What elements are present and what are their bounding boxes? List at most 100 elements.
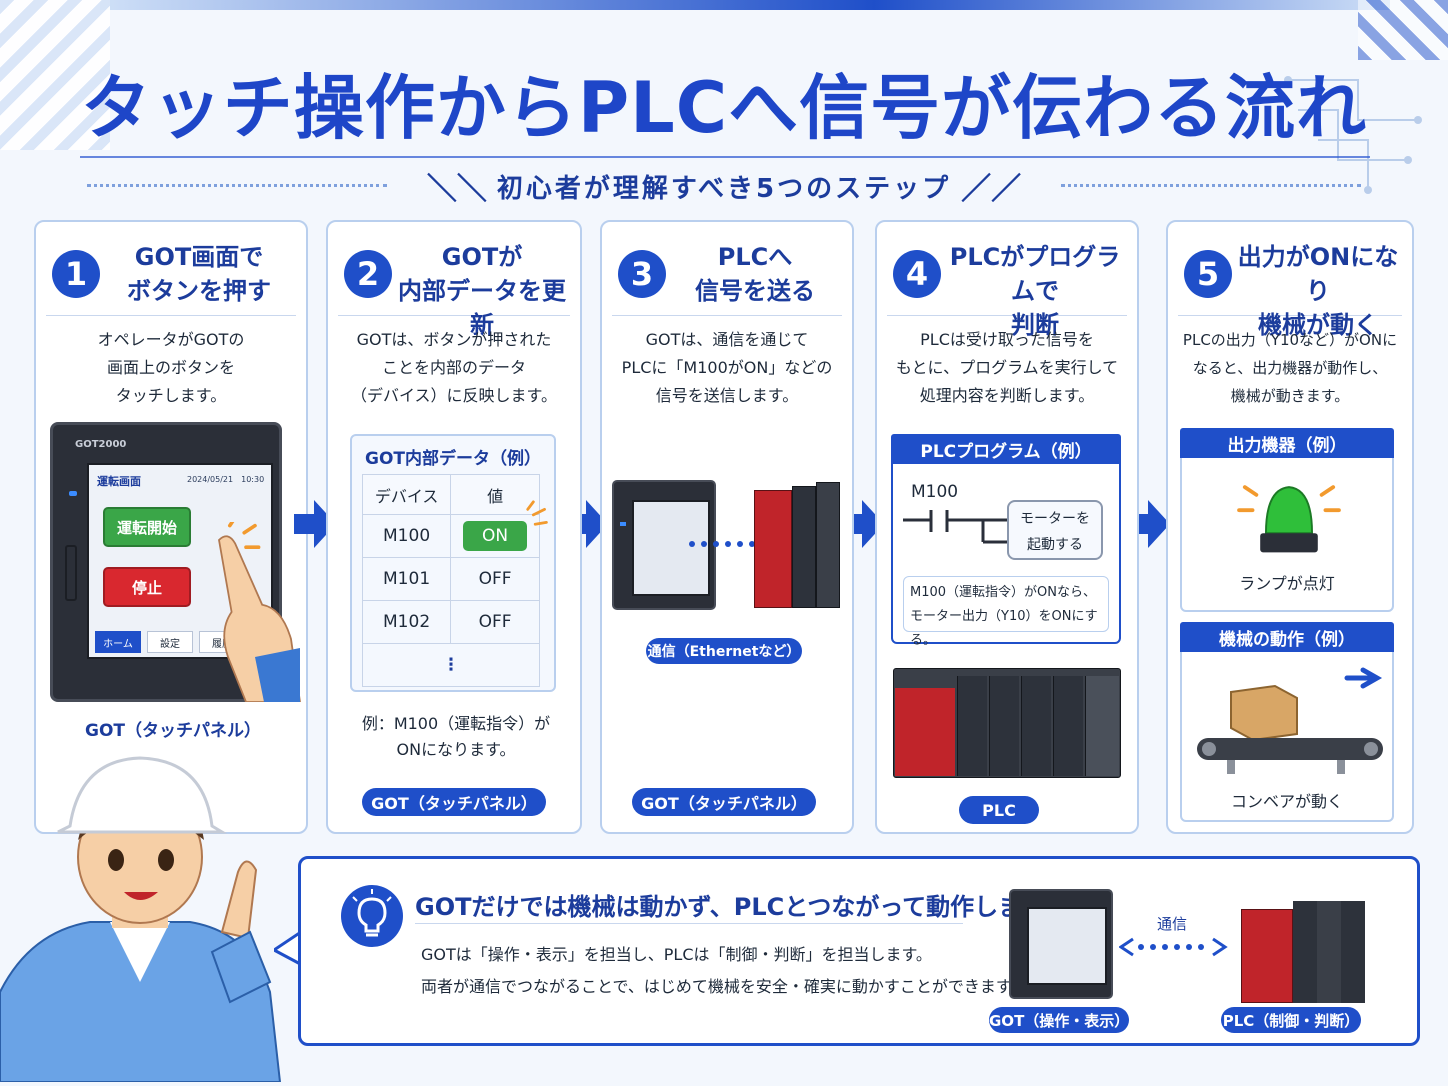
- step-1-caption: GOT（タッチパネル）: [84, 721, 261, 741]
- step-2-header: 2 GOTが 内部データを更新: [338, 236, 570, 339]
- step-3-description: GOTは、通信を通じて PLCに「M100がON」などの 信号を送信します。: [621, 330, 833, 405]
- summary-plc-device: [1241, 895, 1365, 1005]
- table-cell-device: M102: [361, 600, 452, 644]
- step-4-header: 4 PLCがプログラムで 判断: [887, 236, 1127, 339]
- table-more-indicator: ⋮: [362, 643, 540, 687]
- plc-cpu-module: [754, 490, 792, 608]
- got-side-slot: [65, 545, 77, 601]
- step-1-header: 1 GOT画面で ボタンを押す: [46, 236, 296, 316]
- arrow-4-icon: [1128, 500, 1170, 548]
- plc-program-panel-title: PLCプログラム（例）: [891, 434, 1121, 464]
- got-small-led: [620, 522, 626, 526]
- got-device-small: [612, 480, 716, 610]
- screen-datetime: 2024/05/21 10:30: [187, 475, 265, 484]
- machine-motion-panel-title: 機械の動作（例）: [1180, 622, 1394, 652]
- stop-button[interactable]: 停止: [103, 567, 191, 607]
- step-2-note-line2: ONになります。: [396, 740, 516, 759]
- step-5-card: 5 出力がONになり 機械が動く PLCの出力（Y10など）がONに なると、出…: [1166, 220, 1414, 834]
- step-4-pill: PLC: [959, 796, 1039, 824]
- arrow-1-icon: [294, 500, 336, 548]
- step-4-number: 4: [893, 250, 941, 298]
- summary-title: GOTだけでは機械は動かず、PLCとつながって動作します: [415, 893, 1047, 921]
- bidirectional-arrow-icon: [1119, 937, 1228, 957]
- coil-line2: 起動する: [1027, 537, 1083, 553]
- summary-plc-module: [1341, 901, 1365, 1003]
- table-header-row: デバイス 値: [361, 474, 540, 515]
- plc-rack-module: [989, 676, 1019, 776]
- arrow-2-icon: [566, 500, 608, 548]
- subtitle: 初心者が理解すべき5つのステップ: [496, 173, 952, 204]
- summary-plc-module: [1293, 901, 1317, 1003]
- dots-right: [1061, 184, 1362, 188]
- got-small-screen: [632, 500, 710, 596]
- corner-stripes-left: [0, 0, 110, 150]
- plc-rack: [893, 668, 1121, 778]
- step-4-title: PLCがプログラムで 判断: [949, 243, 1121, 339]
- plc-io-module: [792, 486, 816, 608]
- step-3-title: PLCへ 信号を送る: [695, 243, 815, 305]
- table-row: M101 OFF: [361, 557, 540, 601]
- step-5-header: 5 出力がONになり 機械が動く: [1178, 236, 1402, 339]
- comm-pill: 通信（Ethernetなど）: [646, 638, 802, 664]
- green-lamp-icon: [1237, 485, 1341, 553]
- plc-device-small: [754, 482, 840, 612]
- start-button[interactable]: 運転開始: [103, 507, 191, 547]
- step-5-description: PLCの出力（Y10など）がONに なると、出力機器が動作し、 機械が動きます。: [1182, 331, 1398, 405]
- subtitle-row: ＼＼ 初心者が理解すべき5つのステップ ／／: [0, 168, 1448, 207]
- output-device-caption: ランプが点灯: [1239, 574, 1335, 593]
- table-header-device: デバイス: [361, 474, 452, 515]
- start-button-label: 運転開始: [116, 518, 177, 537]
- worker-character-icon: [0, 756, 282, 1082]
- lightbulb-glyph: [352, 889, 392, 937]
- plc-io-module: [816, 482, 840, 608]
- program-note-line1: M100（運転指令）がONなら、: [910, 585, 1096, 600]
- step-5-number: 5: [1184, 250, 1232, 298]
- step-1-card: 1 GOT画面で ボタンを押す オペレータがGOTの 画面上のボタンを タッチし…: [34, 220, 308, 834]
- step-2-description: GOTは、ボタンが押された ことを内部のデータ （デバイス）に反映します。: [351, 330, 557, 405]
- device-table: デバイス 値 M100 ON M101 OFF M102 OFF ⋮: [361, 474, 540, 687]
- circuit-decoration: [1284, 76, 1422, 194]
- table-cell-device: M100: [361, 514, 452, 558]
- step-3-card: 3 PLCへ 信号を送る GOTは、通信を通じて PLCに「M100がON」など…: [600, 220, 854, 834]
- on-value-badge: ON: [463, 521, 528, 551]
- screen-tab-settings[interactable]: 設定: [147, 631, 193, 653]
- screen-tab-home[interactable]: ホーム: [95, 631, 141, 653]
- pointing-hand-icon: [218, 522, 301, 702]
- step-4-description: PLCは受け取った信号を もとに、プログラムを実行して 処理内容を判断します。: [895, 330, 1119, 405]
- page-title: タッチ操作からPLCへ信号が伝わる流れ: [80, 67, 1368, 149]
- step-3-pill: GOT（タッチパネル）: [632, 788, 816, 816]
- stop-button-label: 停止: [131, 578, 162, 597]
- ladder-contact-label: M100: [911, 482, 959, 502]
- summary-got-pill: GOT（操作・表示）: [989, 1007, 1129, 1033]
- slash-left-icon: ＼＼: [426, 172, 487, 207]
- internal-data-panel-title: GOT内部データ（例）: [364, 449, 541, 469]
- machine-motion-caption: コンベアが動く: [1230, 792, 1343, 811]
- summary-text: GOTは「操作・表示」を担当し、PLCは「制御・判断」を担当します。 両者が通信…: [421, 945, 1027, 996]
- step-5-title: 出力がONになり 機械が動く: [1237, 243, 1399, 339]
- step-2-title: GOTが 内部データを更新: [398, 243, 566, 339]
- step-2-number: 2: [344, 250, 392, 298]
- screen-title: 運転画面: [97, 475, 141, 488]
- slash-right-icon: ／／: [961, 172, 1022, 207]
- plc-rack-module: [957, 676, 987, 776]
- top-band: [100, 0, 1390, 10]
- plc-rack-cpu: [895, 688, 955, 776]
- ladder-diagram: [903, 510, 1011, 544]
- step-4-card: 4 PLCがプログラムで 判断 PLCは受け取った信号を もとに、プログラムを実…: [875, 220, 1139, 834]
- dots-left: [86, 184, 387, 188]
- lightbulb-icon: [341, 885, 403, 947]
- arrow-3-icon: [842, 500, 884, 548]
- step-2-pill: GOT（タッチパネル）: [362, 788, 546, 816]
- summary-box: GOTだけでは機械は動かず、PLCとつながって動作します GOTは「操作・表示」…: [298, 856, 1420, 1046]
- got-brand: GOT2000: [75, 439, 127, 450]
- step-3-number: 3: [618, 250, 666, 298]
- tab-home-label: ホーム: [103, 638, 133, 650]
- coil-box: モーターを 起動する: [1007, 500, 1103, 560]
- got-led: [69, 491, 77, 496]
- table-cell-value: OFF: [450, 557, 540, 601]
- step-2-note-line1: 例：M100（運転指令）が: [361, 714, 551, 733]
- step-1-title: GOT画面で ボタンを押す: [127, 243, 271, 305]
- program-note: M100（運転指令）がONなら、 モーター出力（Y10）をONにする。: [903, 576, 1109, 648]
- table-cell-device: M101: [361, 557, 452, 601]
- table-cell-value: ON: [450, 514, 540, 558]
